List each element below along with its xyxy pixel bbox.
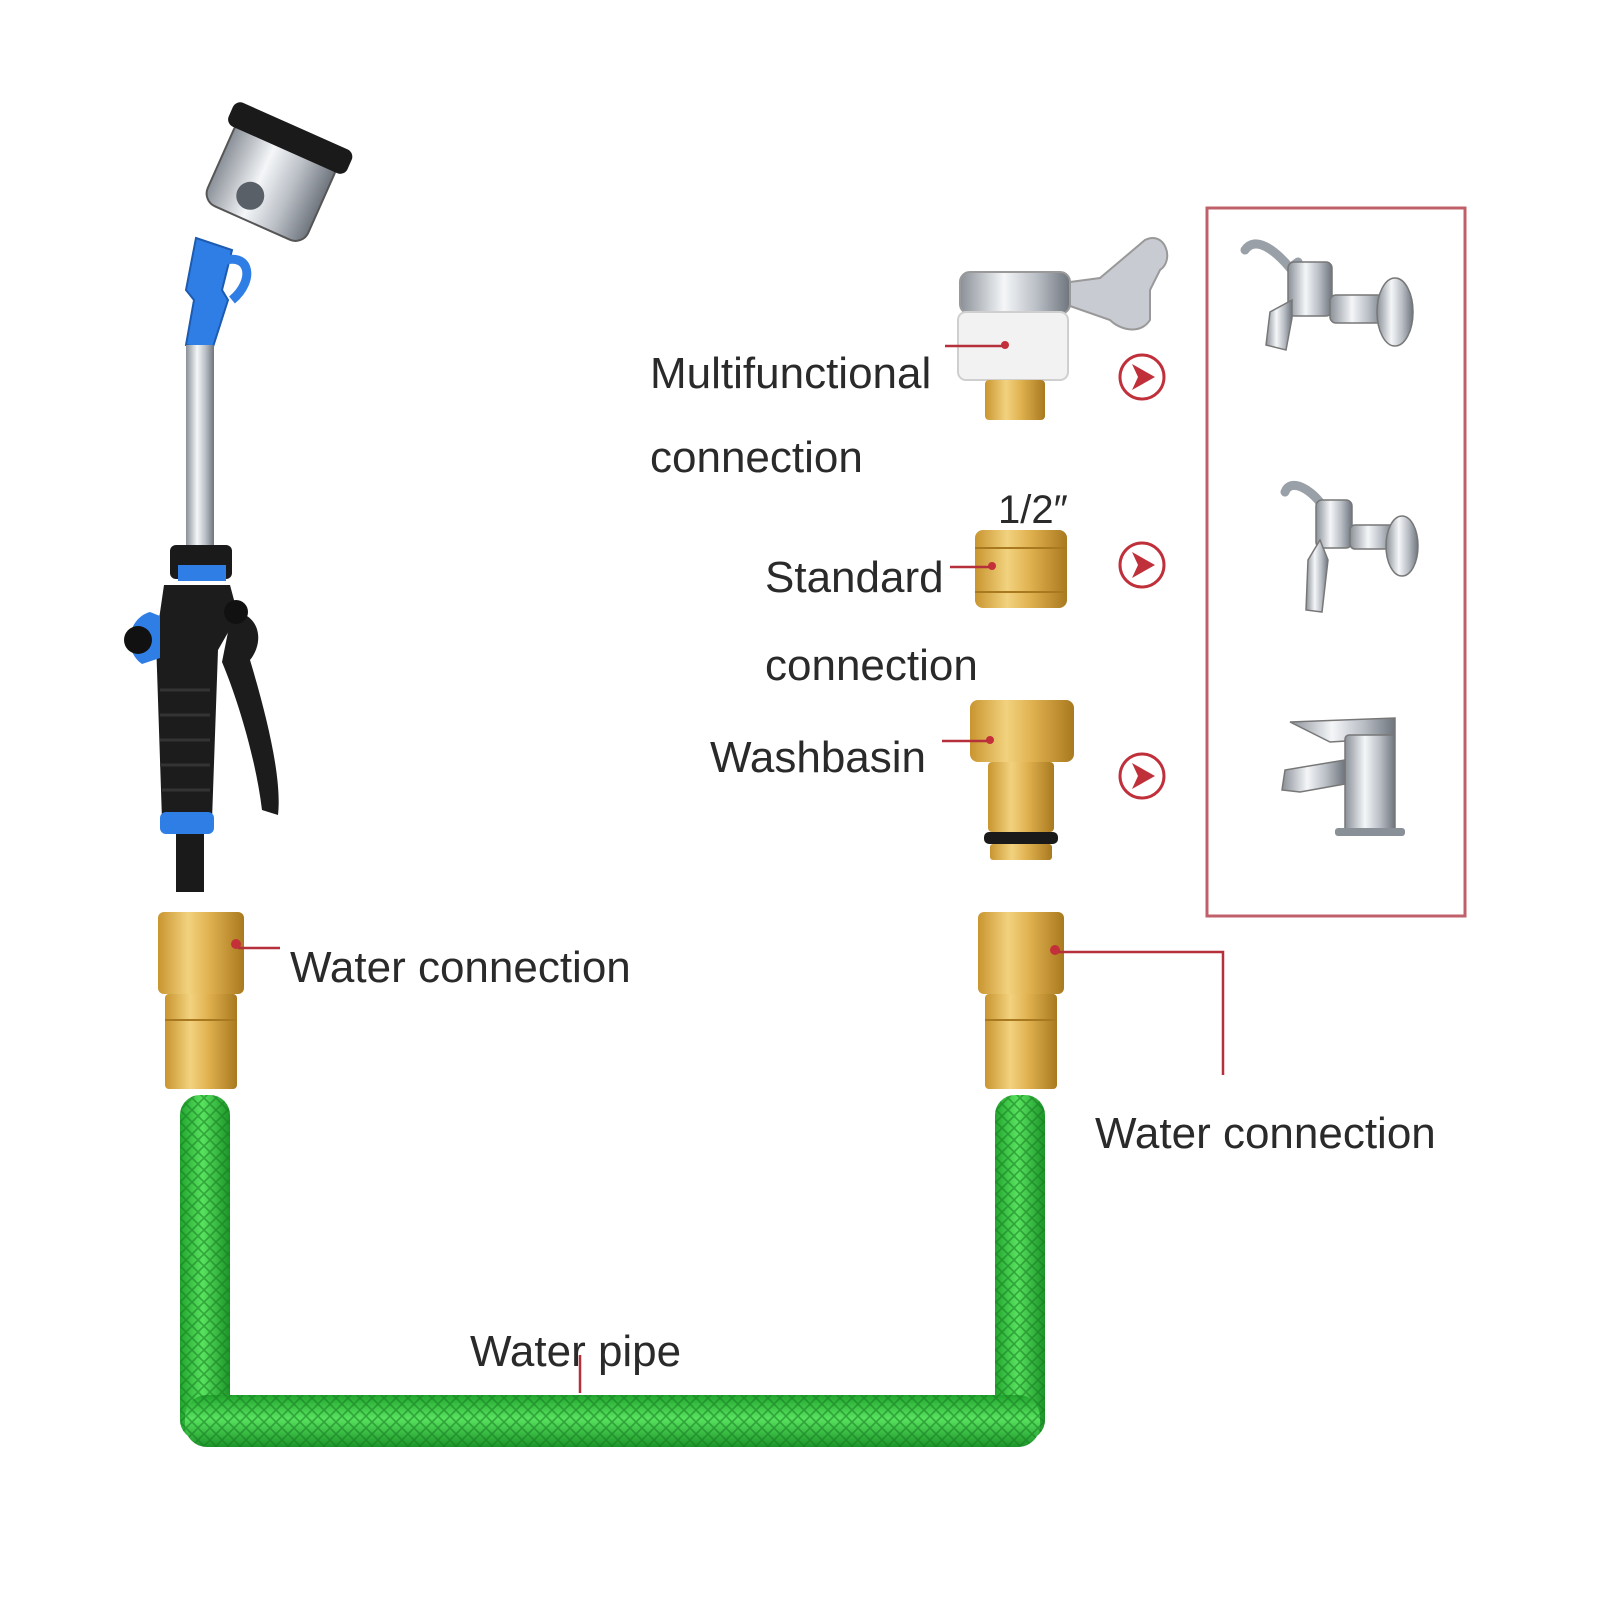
chevron-right-circle-icon (1118, 752, 1166, 800)
water-pipe-hose (180, 1095, 1045, 1447)
multifunctional-adapter-icon (957, 237, 1169, 420)
washbasin-adapter-icon (970, 700, 1074, 860)
leader-lines (238, 344, 1225, 1393)
water-pipe-label: Water pipe (470, 1327, 682, 1376)
chevron-right-circle-icon (1118, 541, 1166, 589)
standard-adapter-icon (975, 530, 1067, 608)
standard-label-line2: connection (765, 641, 978, 690)
half-inch-label: 1/2″ (998, 488, 1068, 532)
hose-spray-gun-icon (124, 102, 353, 892)
basin-faucet-icon (1281, 717, 1405, 836)
chevron-right-circle-icon (1118, 353, 1166, 401)
multifunctional-label: Multifunctional (650, 349, 932, 398)
left-water-connector (158, 912, 244, 1089)
standard-label: Standard (765, 553, 944, 602)
right-water-connector (978, 912, 1064, 1089)
faucet-frame (1205, 206, 1467, 918)
wall-faucet-icon (1240, 239, 1414, 351)
multifunctional-label-line2: connection (650, 433, 863, 482)
washbasin-label: Washbasin (710, 733, 927, 782)
water-connection-left-label: Water connection (290, 943, 631, 992)
water-connection-right-label: Water connection (1095, 1109, 1436, 1158)
small-faucet-icon (1280, 480, 1419, 613)
